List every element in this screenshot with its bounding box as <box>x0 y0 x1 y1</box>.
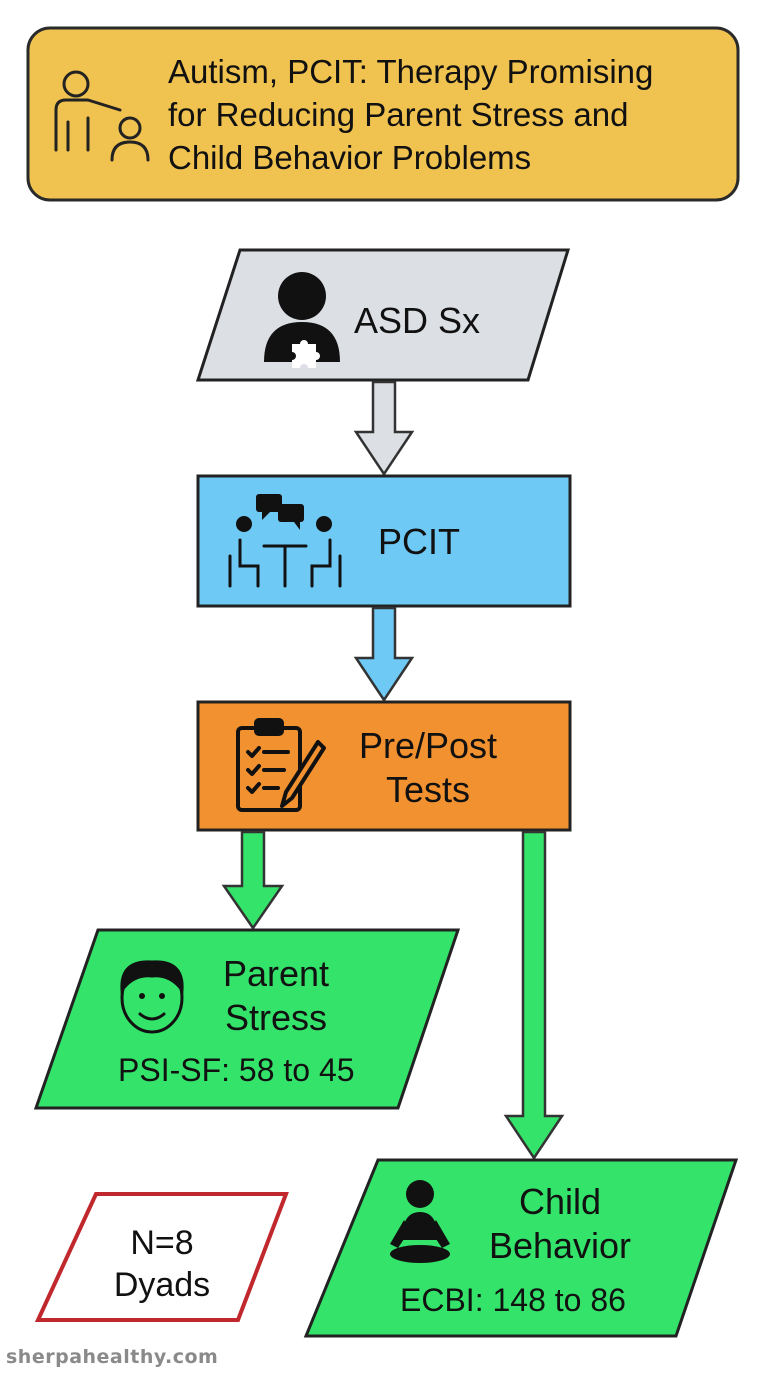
parent-node-label: Parent Stress <box>176 952 376 1040</box>
therapy-session-icon <box>228 494 342 588</box>
header-title: Autism, PCIT: Therapy Promising for Redu… <box>168 50 728 179</box>
teacher-child-icon <box>54 70 150 162</box>
pcit-node-label: PCIT <box>378 521 461 562</box>
child-puzzle-icon <box>264 272 340 368</box>
asd-node-label: ASD Sx <box>354 300 481 341</box>
child-node-label: Child Behavior <box>460 1180 660 1268</box>
tests-node-label: Pre/Post Tests <box>328 724 528 812</box>
arrow-tests-to-parent <box>221 830 285 931</box>
clipboard-checklist-icon <box>236 718 326 812</box>
arrow-asd-to-pcit <box>353 380 415 477</box>
sample-label-line: Dyads <box>113 1266 211 1304</box>
tests-label-line: Pre/Post <box>358 725 498 766</box>
watermark: sherpahealthy.com <box>6 1346 219 1368</box>
header-box <box>26 26 740 202</box>
header-title-line: Child Behavior Problems <box>168 139 532 176</box>
sample-node-shape <box>34 1192 289 1322</box>
sample-node-label: N=8 Dyads <box>82 1222 242 1306</box>
parent-metric: PSI-SF: 58 to 45 <box>118 1052 355 1088</box>
tests-label-line: Tests <box>385 769 471 810</box>
parent-label-line: Stress <box>224 997 328 1038</box>
arrow-tests-to-child <box>503 830 565 1161</box>
child-metric: ECBI: 148 to 86 <box>400 1282 626 1318</box>
child-meditating-icon <box>390 1180 450 1263</box>
parent-label-line: Parent <box>222 953 330 994</box>
parent-face-icon <box>120 960 184 1034</box>
arrow-pcit-to-tests <box>353 606 415 703</box>
child-label-line: Behavior <box>488 1225 632 1266</box>
sample-label-line: N=8 <box>130 1224 194 1262</box>
header-title-line: Autism, PCIT: Therapy Promising <box>168 53 654 90</box>
header-title-line: for Reducing Parent Stress and <box>168 96 629 133</box>
child-label-line: Child <box>518 1181 602 1222</box>
